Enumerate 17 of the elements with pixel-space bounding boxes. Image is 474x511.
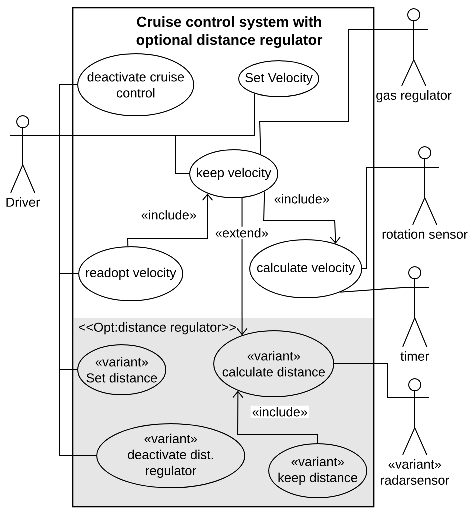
arrow <box>128 194 214 248</box>
connector-line <box>259 30 400 155</box>
connector-line <box>334 364 402 398</box>
actor: rotation sensor <box>382 146 468 240</box>
edge-label: «include» <box>250 406 310 418</box>
actor: «variant» radarsensor <box>381 378 450 486</box>
arrow <box>263 191 342 244</box>
edge-label: «extend» <box>214 226 270 240</box>
arrow <box>236 198 248 336</box>
actor: Driver <box>6 116 40 208</box>
edge-label: «include» <box>140 208 198 222</box>
actor: timer <box>400 266 430 362</box>
connector-line <box>362 168 412 270</box>
arrow <box>232 391 318 444</box>
actor: gas regulator <box>376 8 452 103</box>
connector-line <box>36 136 97 456</box>
connector-line <box>340 288 402 293</box>
